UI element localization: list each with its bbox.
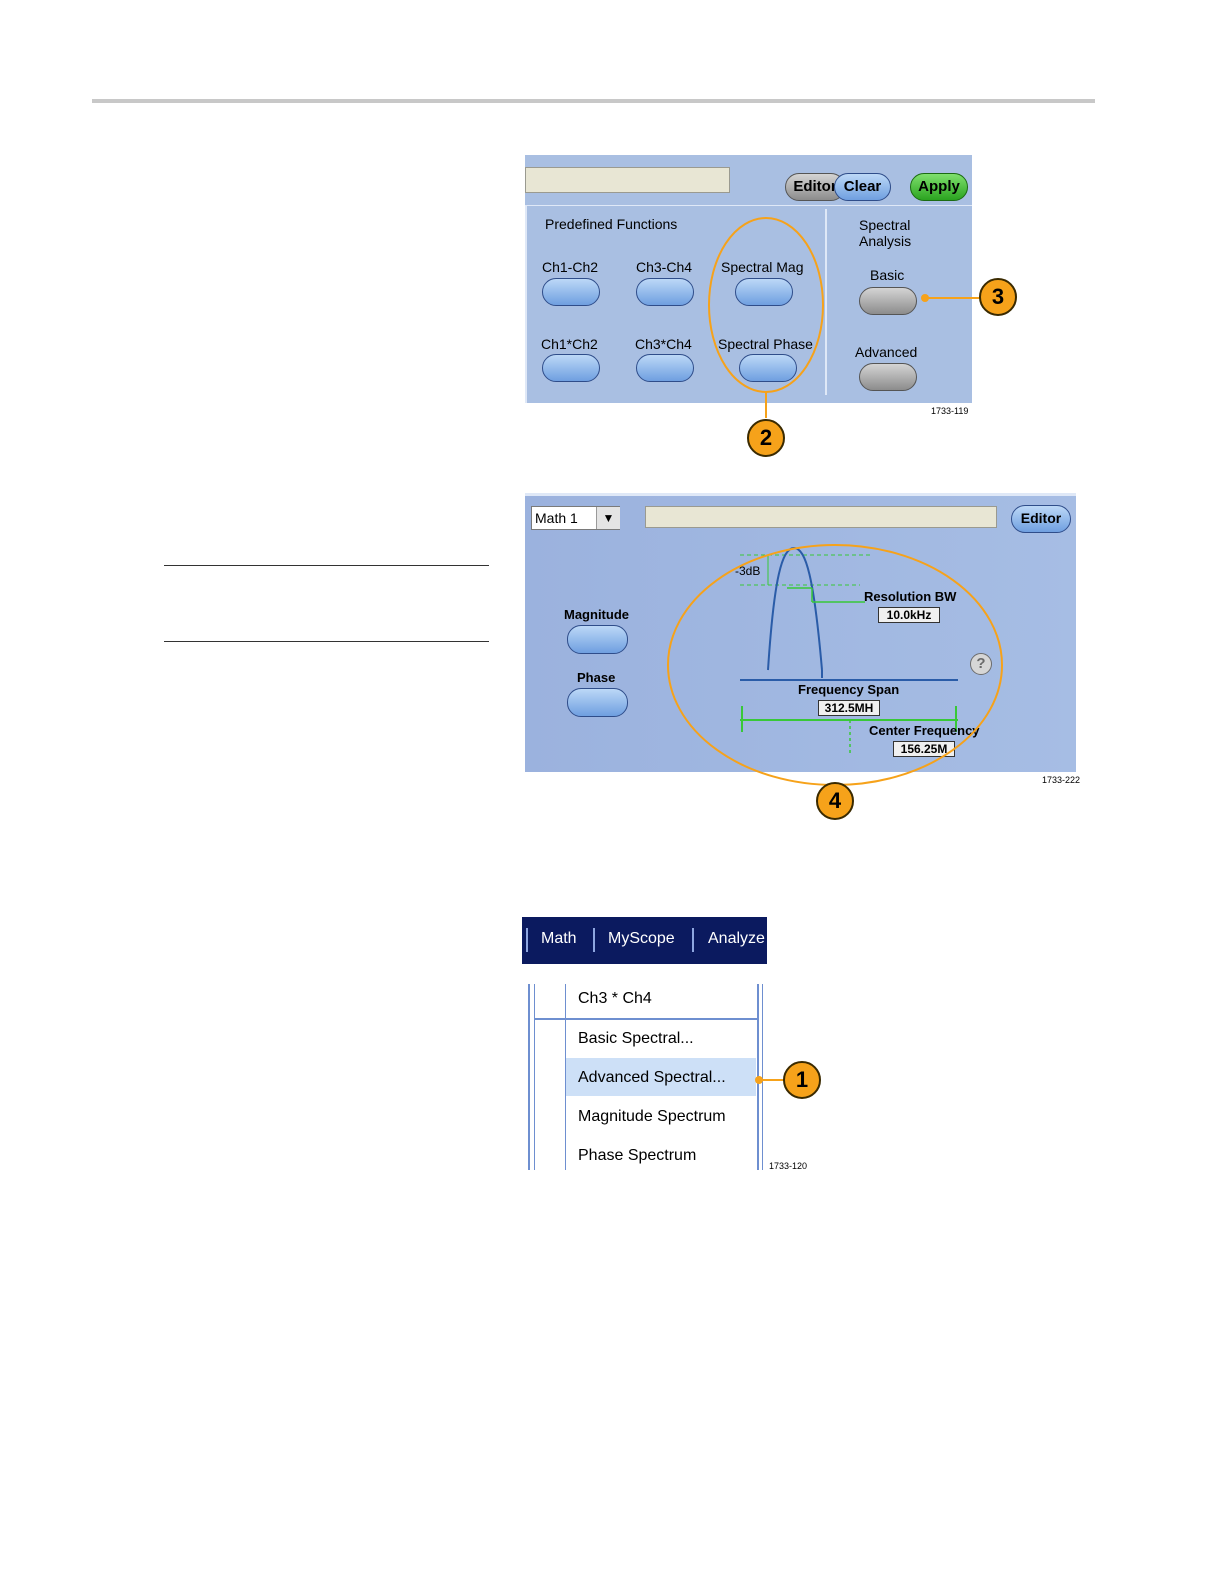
menu-bar: Math MyScope Analyze [522,917,767,964]
fn-spectral-phase-button[interactable] [739,354,797,382]
math-expression-field[interactable] [525,167,730,193]
menu-item-phase-spectrum[interactable]: Phase Spectrum [578,1147,697,1164]
menu-analyze[interactable]: Analyze [708,930,765,947]
phase-label: Phase [577,670,616,685]
fn-ch3xch4-button[interactable] [636,354,694,382]
spectral-title-line1: Spectral [859,217,911,233]
divider [525,205,527,403]
fn-ch3-ch4-button[interactable] [636,278,694,306]
clear-button[interactable]: Clear [834,173,891,201]
fn-ch3-ch4-label: Ch3-Ch4 [636,259,693,275]
spectral-title-line2: Analysis [859,233,912,249]
resolution-bw-label: Resolution BW [864,589,957,604]
divider [534,1018,758,1020]
menu-item-ch3xch4[interactable]: Ch3 * Ch4 [578,990,652,1007]
fn-spectral-phase-label: Spectral Phase [718,336,813,352]
divider [762,984,763,1170]
menu-math[interactable]: Math [541,930,577,947]
highlight-ellipse [667,544,1003,806]
basic-label: Basic [870,267,905,283]
chevron-down-icon[interactable]: ▼ [596,507,620,529]
editor-button[interactable]: Editor [1011,505,1071,533]
magnitude-button[interactable] [567,625,628,654]
figure-id: 1733-120 [769,1161,808,1171]
phase-button[interactable] [567,688,628,717]
callout-leader [924,297,980,299]
divider [528,984,530,1170]
apply-button[interactable]: Apply [910,173,968,201]
basic-spectral-button[interactable] [859,287,917,315]
fn-ch1-ch2-label: Ch1-Ch2 [542,259,599,275]
figure-id: 1733-119 [931,406,969,416]
divider [565,984,566,1170]
fn-ch1-ch2-button[interactable] [542,278,600,306]
menu-item-basic-spectral[interactable]: Basic Spectral... [578,1030,694,1047]
divider [526,928,528,952]
magnitude-label: Magnitude [564,607,629,622]
menu-item-magnitude-spectrum[interactable]: Magnitude Spectrum [578,1108,726,1125]
minus-3db-label: -3dB [735,564,761,578]
advanced-label: Advanced [855,344,918,360]
fn-ch1xch2-label: Ch1*Ch2 [541,336,598,352]
divider [525,205,972,206]
callout-dot [755,1076,763,1084]
center-frequency-value[interactable]: 156.25M [893,741,955,757]
fn-ch3xch4-label: Ch3*Ch4 [635,336,692,352]
callout-1: 1 [783,1061,821,1099]
callout-leader [758,1079,784,1081]
figure-id: 1733-222 [1042,775,1081,785]
note-rule-bottom [164,641,489,642]
note-rule-top [164,565,489,566]
divider [593,928,595,952]
math-dropdown-menu: Ch3 * Ch4 Basic Spectral... Advanced Spe… [528,984,768,1170]
divider [692,928,694,952]
divider [525,493,1076,496]
spectral-analysis-title: Spectral Analysis [859,217,911,249]
math-expression-field[interactable] [645,506,997,528]
callout-4: 4 [816,782,854,820]
menu-highlight [566,1058,756,1096]
advanced-spectral-button[interactable] [859,363,917,391]
math-setup-panel: Editor Clear Apply Predefined Functions … [525,155,972,403]
frequency-span-label: Frequency Span [798,682,900,697]
divider [825,209,827,395]
callout-dot [921,294,929,302]
menu-item-advanced-spectral[interactable]: Advanced Spectral... [578,1069,726,1086]
fn-spectral-mag-label: Spectral Mag [721,259,804,275]
resolution-bw-value[interactable]: 10.0kHz [878,607,940,623]
predefined-functions-title: Predefined Functions [545,216,678,232]
page-rule [92,99,1095,103]
spectral-setup-panel: Math 1 ▼ Editor Magnitude Phase -3dB Res… [525,493,1076,772]
highlight-ellipse [708,217,824,418]
help-icon[interactable]: ? [970,653,992,675]
frequency-span-value[interactable]: 312.5MH [818,700,880,716]
callout-2: 2 [747,419,785,457]
menu-myscope[interactable]: MyScope [608,930,675,947]
callout-3: 3 [979,278,1017,316]
fn-spectral-mag-button[interactable] [735,278,793,306]
fn-ch1xch2-button[interactable] [542,354,600,382]
divider [534,984,535,1170]
center-frequency-label: Center Frequency [869,723,980,738]
